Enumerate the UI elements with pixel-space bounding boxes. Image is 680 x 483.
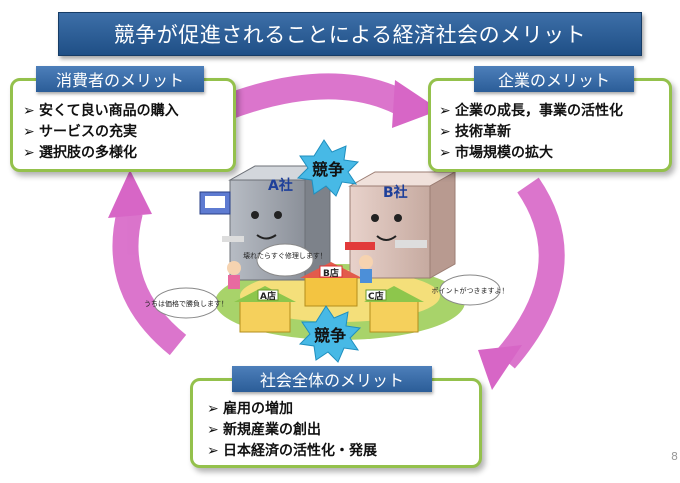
bullet-arrow-icon: ➢	[23, 103, 35, 119]
burst-top	[296, 139, 360, 197]
list-item: ➢安くて良い商品の購入	[23, 101, 179, 122]
list-item: ➢新規産業の創出	[207, 420, 377, 441]
company-a-label: A社	[268, 177, 293, 194]
bubble-repair	[256, 243, 314, 277]
company-b-building	[345, 171, 457, 279]
burst-bottom	[298, 305, 362, 363]
list-item: ➢サービスの充実	[23, 122, 179, 143]
arrow-left	[112, 208, 187, 356]
arrow-head-left	[108, 170, 152, 218]
bullet-arrow-icon: ➢	[439, 103, 451, 119]
bullet-arrow-icon: ➢	[23, 124, 35, 140]
shop-a-label: A店	[260, 290, 276, 302]
consumer-benefits-heading: 消費者のメリット	[36, 66, 204, 92]
list-item: ➢雇用の増加	[207, 399, 377, 420]
society-benefits-heading: 社会全体のメリット	[232, 366, 432, 392]
cycle-arrows	[112, 73, 565, 369]
bubble-points	[439, 274, 501, 306]
society-benefits-box: ➢雇用の増加 ➢新規産業の創出 ➢日本経済の活性化・発展	[190, 378, 482, 468]
bubble-repair-text: 壊れたらすぐ修理します！	[243, 251, 327, 260]
bullet-arrow-icon: ➢	[439, 124, 451, 140]
person-right	[359, 255, 373, 283]
bullet-arrow-icon: ➢	[207, 443, 219, 459]
page-title: 競争が促進されることによる経済社会のメリット	[58, 12, 642, 56]
list-item: ➢選択肢の多様化	[23, 143, 179, 164]
shop-b	[300, 262, 362, 307]
list-item: ➢技術革新	[439, 122, 623, 143]
bullet-arrow-icon: ➢	[23, 145, 35, 161]
bubble-points-text: ポイントがつきますよ！	[432, 286, 509, 295]
burst-bottom-label: 競争	[314, 326, 346, 345]
bullet-arrow-icon: ➢	[439, 145, 451, 161]
list-item: ➢日本経済の活性化・発展	[207, 441, 377, 462]
bubble-price-text: うちは価格で勝負します！	[144, 299, 228, 308]
arrow-head-right	[478, 345, 522, 390]
arrow-right	[495, 177, 565, 369]
shop-c	[364, 286, 424, 333]
page-number: 8	[671, 450, 678, 463]
company-benefits-heading: 企業のメリット	[474, 66, 634, 92]
person-left	[227, 261, 241, 289]
bullet-arrow-icon: ➢	[207, 401, 219, 417]
shop-b-label: B店	[323, 267, 339, 279]
arrow-top	[220, 73, 406, 121]
company-benefits-list: ➢企業の成長，事業の活性化 ➢技術革新 ➢市場規模の拡大	[439, 101, 623, 164]
bubble-price	[153, 287, 219, 319]
burst-top-label: 競争	[312, 160, 344, 179]
list-item: ➢企業の成長，事業の活性化	[439, 101, 623, 122]
company-b-label: B社	[383, 184, 408, 201]
bullet-arrow-icon: ➢	[207, 422, 219, 438]
consumer-benefits-box: ➢安くて良い商品の購入 ➢サービスの充実 ➢選択肢の多様化	[10, 78, 236, 172]
consumer-benefits-list: ➢安くて良い商品の購入 ➢サービスの充実 ➢選択肢の多様化	[23, 101, 179, 164]
shop-c-label: C店	[368, 290, 384, 302]
society-benefits-list: ➢雇用の増加 ➢新規産業の創出 ➢日本経済の活性化・発展	[207, 399, 377, 462]
company-benefits-box: ➢企業の成長，事業の活性化 ➢技術革新 ➢市場規模の拡大	[428, 78, 672, 172]
list-item: ➢市場規模の拡大	[439, 143, 623, 164]
arrow-head-top	[392, 80, 440, 128]
shop-a	[234, 286, 296, 333]
